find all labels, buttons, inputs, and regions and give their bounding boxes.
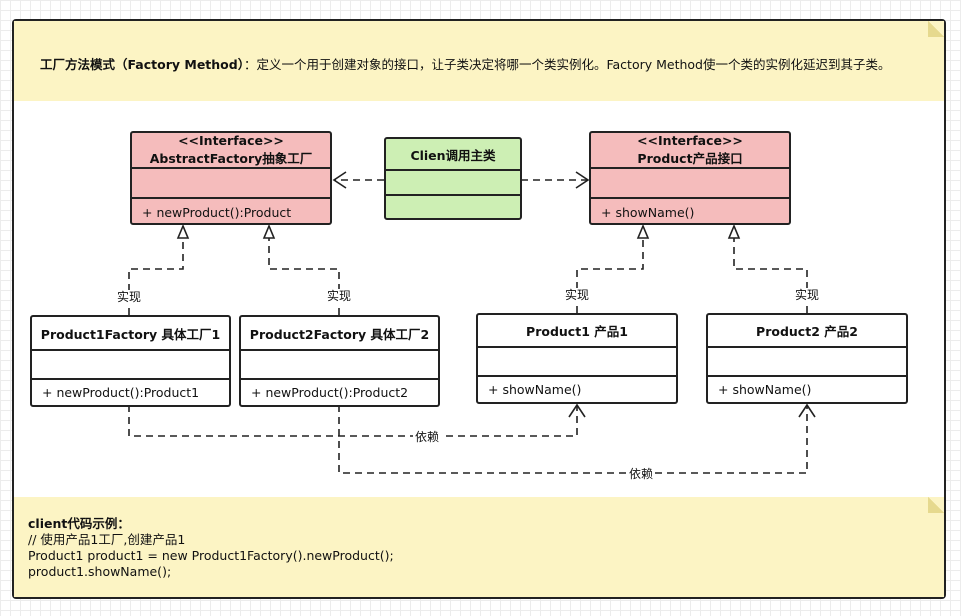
class-name: Product2 产品2 — [708, 315, 906, 348]
pattern-title: 工厂方法模式（Factory Method） — [40, 57, 244, 72]
implement-label: 实现 — [793, 288, 822, 302]
note-fold-icon — [928, 497, 944, 513]
arrow-open-icon — [332, 171, 347, 189]
attributes-section — [241, 351, 438, 380]
class-name: AbstractFactory抽象工厂 — [149, 151, 313, 166]
arrow-open-icon — [798, 403, 816, 418]
triangle-arrow-icon — [727, 223, 741, 239]
product-interface-class[interactable]: <<Interface>> Product产品接口 + showName() — [589, 131, 791, 225]
description-note: 工厂方法模式（Factory Method）：定义一个用于创建对象的接口，让子类… — [14, 21, 944, 101]
class-name: Product2Factory 具体工厂2 — [241, 317, 438, 351]
implement-label: 实现 — [325, 289, 354, 303]
class-header: <<Interface>> Product产品接口 — [591, 133, 789, 169]
class-method: + newProduct():Product — [142, 204, 292, 220]
class-method: + showName() — [718, 382, 812, 397]
triangle-arrow-icon — [262, 223, 276, 239]
implement-label: 实现 — [563, 288, 592, 302]
class-name: Product1Factory 具体工厂1 — [32, 317, 229, 351]
depend-label: 依赖 — [413, 430, 442, 444]
class-method: + showName() — [488, 382, 582, 397]
description-text: 工厂方法模式（Factory Method）：定义一个用于创建对象的接口，让子类… — [40, 54, 891, 73]
note-fold-icon — [928, 21, 944, 37]
attributes-section — [132, 169, 330, 199]
code-comment: // 使用产品1工厂,创建产品1 — [28, 532, 186, 547]
factory2-class[interactable]: Product2Factory 具体工厂2 + newProduct():Pro… — [239, 315, 440, 407]
attributes-section — [708, 348, 906, 377]
triangle-arrow-icon — [176, 223, 190, 239]
factory1-class[interactable]: Product1Factory 具体工厂1 + newProduct():Pro… — [30, 315, 231, 407]
stereotype: <<Interface>> — [637, 133, 743, 148]
class-method: + newProduct():Product2 — [251, 385, 409, 400]
class-method: + showName() — [601, 204, 695, 220]
attributes-section — [591, 169, 789, 199]
product1-class[interactable]: Product1 产品1 + showName() — [476, 313, 678, 404]
class-method: + newProduct():Product1 — [42, 385, 200, 400]
arrow-open-icon — [575, 171, 590, 189]
stereotype: <<Interface>> — [178, 133, 284, 148]
realization-product1 — [576, 230, 644, 313]
code-heading: client代码示例： — [28, 516, 130, 531]
arrow-open-icon — [568, 403, 586, 418]
attributes-section — [32, 351, 229, 380]
triangle-arrow-icon — [636, 223, 650, 239]
class-name: Product1 产品1 — [478, 315, 676, 348]
implement-label: 实现 — [115, 290, 144, 304]
code-line: product1.showName(); — [28, 564, 172, 579]
dependency-factory1-product1 — [128, 405, 578, 437]
methods-section — [386, 196, 520, 218]
pattern-definition: ：定义一个用于创建对象的接口，让子类决定将哪一个类实例化。Factory Met… — [243, 57, 891, 72]
class-name: Clien调用主类 — [386, 139, 520, 171]
code-line: Product1 product1 = new Product1Factory(… — [28, 548, 394, 563]
attributes-section — [478, 348, 676, 377]
class-header: <<Interface>> AbstractFactory抽象工厂 — [132, 133, 330, 169]
dependency-factory2-product2 — [338, 405, 808, 474]
realization-factory2 — [268, 230, 340, 315]
abstract-factory-class[interactable]: <<Interface>> AbstractFactory抽象工厂 + newP… — [130, 131, 332, 225]
realization-factory1 — [128, 230, 184, 315]
depend-label: 依赖 — [627, 467, 656, 481]
attributes-section — [386, 171, 520, 196]
class-name: Product产品接口 — [637, 151, 743, 166]
product2-class[interactable]: Product2 产品2 + showName() — [706, 313, 908, 404]
realization-product2 — [733, 230, 808, 313]
client-class[interactable]: Clien调用主类 — [384, 137, 522, 220]
